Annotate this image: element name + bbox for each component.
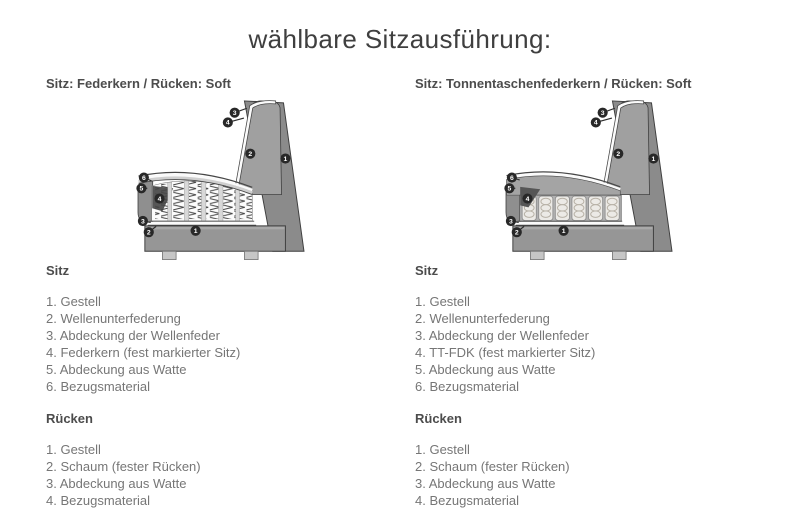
- callout-number: 3: [509, 218, 513, 225]
- list-item: 2. Wellenunterfederung: [415, 311, 550, 326]
- callout: 1: [648, 153, 659, 164]
- list-item: 3. Abdeckung der Wellenfeder: [415, 328, 589, 343]
- seat-springs-zone: [151, 180, 253, 222]
- seat-cover-layers: [138, 171, 253, 195]
- callout: 6: [138, 172, 149, 183]
- callout-number: 5: [140, 186, 144, 193]
- list-item: 5. Abdeckung aus Watte: [415, 362, 556, 377]
- list-item: 6. Bezugsmaterial: [415, 379, 520, 394]
- column-heading: Sitz: Tonnentaschenfederkern / Rücken: S…: [415, 76, 692, 91]
- zigzag-spring: [239, 190, 253, 220]
- sitz-section-heading: Sitz: [415, 263, 439, 278]
- sofa-feet: [530, 250, 627, 260]
- list-item: 3. Abdeckung aus Watte: [415, 476, 556, 491]
- list-item: 6. Bezugsmaterial: [46, 379, 151, 394]
- back-cushion: [601, 100, 650, 196]
- callout: 1: [190, 225, 201, 236]
- callout-number: 3: [141, 218, 145, 225]
- ruecken-section-heading: Rücken: [415, 411, 462, 426]
- seat-under-layers: [515, 220, 625, 226]
- list-item: 2. Schaum (fester Rücken): [415, 459, 570, 474]
- callout: 6: [506, 172, 517, 183]
- list-item: 3. Abdeckung aus Watte: [46, 476, 187, 491]
- callout: 1: [558, 225, 569, 236]
- callout-number: 2: [515, 230, 519, 237]
- column-tonnentaschenfederkern: Sitz: Tonnentaschenfederkern / Rücken: S…: [415, 76, 785, 509]
- list-item: 4. TT-FDK (fest markierter Sitz): [415, 345, 596, 360]
- seat-base: [144, 225, 286, 252]
- list-item: 1. Gestell: [415, 294, 470, 309]
- list-item: 4. Federkern (fest markierter Sitz): [46, 345, 241, 360]
- sofa-feet: [162, 250, 259, 260]
- callout-number: 1: [562, 228, 566, 235]
- callout: 2: [613, 148, 624, 159]
- callout-number: 4: [526, 196, 530, 203]
- callout: 3: [229, 107, 240, 118]
- callout-number: 4: [594, 120, 598, 127]
- callout-number: 4: [158, 196, 162, 203]
- column-federkern: Sitz: Federkern / Rücken: Soft: [46, 76, 391, 509]
- list-item: 2. Wellenunterfederung: [46, 311, 181, 326]
- callout: 3: [597, 107, 608, 118]
- callout-number: 2: [248, 151, 252, 158]
- list-item: 4. Bezugsmaterial: [415, 493, 520, 508]
- callout: 4: [522, 193, 533, 204]
- callout-number: 3: [233, 110, 237, 117]
- callout: 2: [143, 227, 154, 238]
- zigzag-spring: [222, 185, 236, 220]
- callout-number: 6: [510, 175, 514, 182]
- sitz-parts-list: 1. Gestell 2. Wellenunterfederung 3. Abd…: [415, 293, 785, 395]
- zigzag-spring: [171, 181, 185, 220]
- callout: 2: [511, 227, 522, 238]
- callouts: 3 4 2 1 6 5 4 3 2 1: [136, 107, 291, 238]
- ruecken-section-heading: Rücken: [46, 411, 93, 426]
- callout: 3: [505, 215, 516, 227]
- zigzag-spring: [205, 182, 219, 220]
- callout-number: 2: [616, 151, 620, 158]
- callout: 4: [590, 117, 601, 128]
- pocket-spring: [604, 195, 620, 221]
- pocket-spring: [588, 195, 604, 221]
- ruecken-parts-list: 1. Gestell 2. Schaum (fester Rücken) 3. …: [46, 441, 391, 509]
- seat-pocket-springs-zone: [519, 186, 622, 222]
- zigzag-spring: [188, 181, 202, 220]
- list-item: 3. Abdeckung der Wellenfeder: [46, 328, 220, 343]
- callout: 5: [136, 183, 147, 194]
- callout-number: 1: [284, 156, 288, 163]
- list-item: 5. Abdeckung aus Watte: [46, 362, 187, 377]
- page-title: wählbare Sitzausführung:: [248, 24, 552, 54]
- pocket-spring: [554, 195, 570, 221]
- column-heading: Sitz: Federkern / Rücken: Soft: [46, 76, 231, 91]
- list-item: 1. Gestell: [46, 442, 101, 457]
- callout-number: 1: [194, 228, 198, 235]
- sitz-parts-list: 1. Gestell 2. Wellenunterfederung 3. Abd…: [46, 293, 391, 395]
- sofa-cross-section-federkern-diagram: 3 4 2 1 6 5 4 3 2 1: [136, 100, 305, 260]
- callouts: 3 4 2 1 6 5 4 3 2 1: [504, 107, 659, 238]
- back-cushion: [233, 100, 282, 196]
- callout: 4: [222, 117, 233, 128]
- callout-number: 5: [508, 186, 512, 193]
- list-item: 2. Schaum (fester Rücken): [46, 459, 201, 474]
- callout: 3: [137, 215, 148, 227]
- callout-number: 4: [226, 120, 230, 127]
- list-item: 1. Gestell: [46, 294, 101, 309]
- seat-base: [512, 225, 654, 252]
- ruecken-parts-list: 1. Gestell 2. Schaum (fester Rücken) 3. …: [415, 441, 785, 509]
- list-item: 4. Bezugsmaterial: [46, 493, 151, 508]
- callout: 2: [245, 148, 256, 159]
- callout-number: 2: [147, 230, 151, 237]
- callout-number: 3: [601, 110, 605, 117]
- pocket-spring: [538, 195, 554, 221]
- sofa-cross-section-tonnentaschenfederkern-diagram: 3 4 2 1 6 5 4 3 2 1: [504, 100, 673, 260]
- callout-number: 6: [142, 175, 146, 182]
- sitz-section-heading: Sitz: [46, 263, 70, 278]
- seat-under-layers: [147, 220, 257, 226]
- callout: 5: [504, 183, 515, 194]
- list-item: 1. Gestell: [415, 442, 470, 457]
- callout: 4: [154, 193, 165, 204]
- callout-number: 1: [652, 156, 656, 163]
- pocket-spring: [571, 195, 587, 221]
- callout: 1: [280, 153, 291, 164]
